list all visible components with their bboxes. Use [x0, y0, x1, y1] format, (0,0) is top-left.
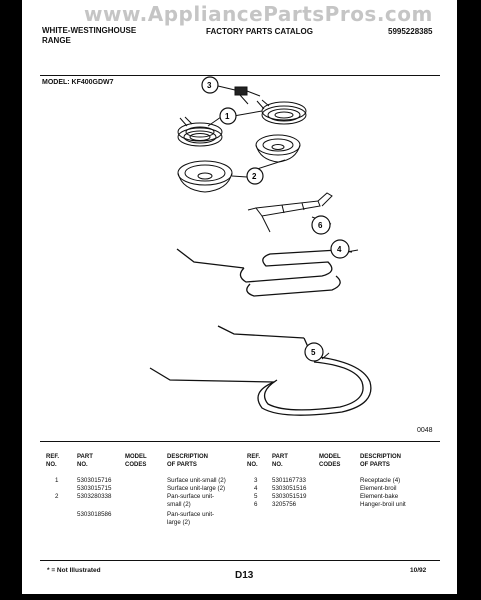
exploded-parts-diagram: 1 2 3 4 5 6 — [149, 76, 372, 416]
svg-text:5: 5 — [311, 348, 316, 357]
callout-4: 4 — [330, 239, 350, 259]
svg-text:3: 3 — [207, 81, 212, 90]
drip-pan-large — [255, 134, 301, 163]
brand-line-2: RANGE — [42, 36, 71, 45]
model-number: MODEL: KF400GDW7 — [42, 79, 114, 86]
page-number: D13 — [235, 570, 254, 581]
diagram-code: 0048 — [417, 427, 433, 434]
callout-6: 6 — [311, 215, 331, 235]
footer-divider — [40, 560, 440, 561]
surface-unit-large — [256, 99, 307, 125]
callout-5: 5 — [304, 342, 324, 362]
watermark: www.AppliancePartsPros.com — [84, 2, 433, 26]
col-header-ref: REF.NO. — [46, 454, 60, 468]
brand-header: WHITE-WESTINGHOUSE RANGE — [42, 26, 136, 46]
callout-1: 1 — [219, 107, 237, 125]
drip-pan-small — [177, 160, 233, 193]
svg-text:4: 4 — [337, 245, 342, 254]
catalog-title: FACTORY PARTS CATALOG — [206, 27, 313, 36]
svg-text:2: 2 — [252, 172, 257, 181]
receptacle-part — [217, 85, 261, 105]
catalog-number: 5995228385 — [388, 27, 433, 36]
svg-text:1: 1 — [225, 112, 230, 121]
svg-text:6: 6 — [318, 221, 323, 230]
catalog-date: 10/92 — [410, 567, 427, 574]
brand-line-1: WHITE-WESTINGHOUSE — [42, 26, 137, 35]
bake-element — [149, 325, 372, 416]
broil-element — [176, 248, 353, 297]
callout-2: 2 — [246, 167, 264, 185]
broil-hanger-part — [247, 192, 333, 233]
col-header-ref-right: REF.NO. — [247, 454, 261, 468]
table-top-divider — [40, 441, 440, 442]
callout-3: 3 — [201, 76, 219, 94]
header-divider — [40, 75, 440, 76]
parts-catalog-page: www.AppliancePartsPros.com WHITE-WESTING… — [22, 0, 457, 594]
surface-unit-small — [177, 116, 223, 147]
not-illustrated-note: * = Not Illustrated — [47, 567, 101, 574]
